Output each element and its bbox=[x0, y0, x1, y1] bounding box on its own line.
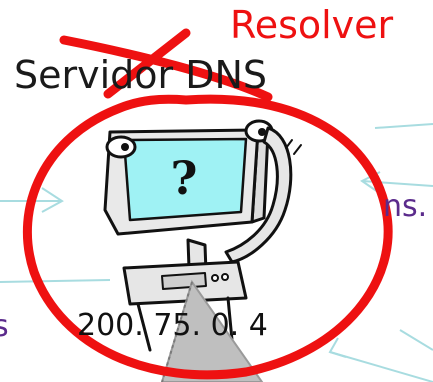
dns-server-label: Servidor DNS bbox=[14, 53, 268, 97]
arrow-line-bottom-right bbox=[329, 351, 433, 382]
pointer-callout bbox=[160, 279, 264, 382]
left-fragment-label: s bbox=[0, 309, 9, 344]
right-pupil bbox=[258, 128, 266, 136]
left-pupil bbox=[121, 143, 129, 151]
arrow-line-bottom-right-2 bbox=[399, 329, 433, 351]
confusion-marks bbox=[285, 139, 302, 155]
red-circle bbox=[22, 94, 393, 380]
computer-legs bbox=[136, 296, 234, 352]
arrow-line-left-bottom bbox=[0, 279, 111, 283]
arrow-head-bottom-right bbox=[328, 337, 347, 358]
strike-line-1 bbox=[59, 35, 273, 102]
red-annotations bbox=[22, 28, 393, 380]
base-drive bbox=[161, 272, 207, 290]
confused-computer-icon bbox=[103, 119, 302, 352]
question-mark: ? bbox=[171, 151, 198, 205]
base-button-1 bbox=[211, 274, 219, 282]
strike-line-2 bbox=[103, 28, 191, 99]
resolver-label: Resolver bbox=[230, 3, 394, 47]
base-button-2 bbox=[221, 273, 229, 281]
ns-label: ns. bbox=[383, 189, 428, 224]
ip-address-label: 200. 75. 0. 4 bbox=[77, 308, 268, 343]
monitor-screen bbox=[122, 137, 248, 222]
arrow-line-right-top bbox=[374, 123, 433, 129]
arrow-head-left bbox=[41, 187, 64, 213]
